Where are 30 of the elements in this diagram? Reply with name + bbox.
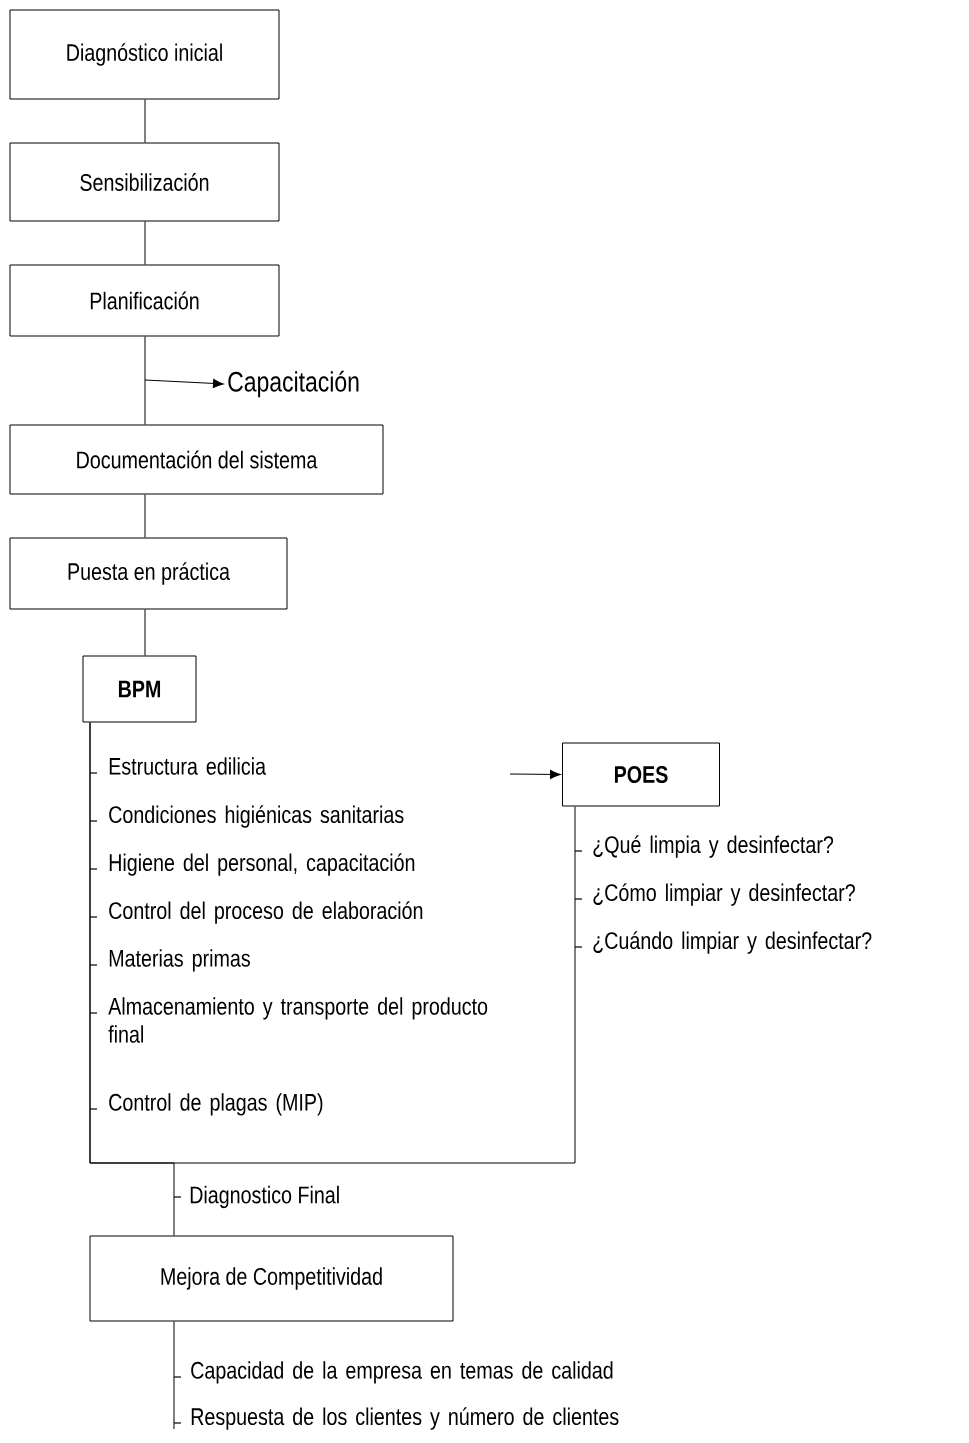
connector <box>144 609 146 656</box>
connector <box>144 221 146 265</box>
list-item: Estructura edilicia <box>89 757 266 775</box>
list-item: Respuesta de los clientes y número de clientes <box>173 1407 619 1430</box>
process-box: Documentación del sistema <box>9 424 384 495</box>
step-label: Capacitación <box>228 370 359 398</box>
list-item: Higiene del personal, capacitación <box>89 853 415 876</box>
connector <box>144 99 146 143</box>
connector <box>144 494 146 538</box>
process-box: BPM <box>82 655 197 723</box>
list-item: Capacidad de la empresa en temas de calidad <box>173 1361 613 1384</box>
list-item: ¿Cuándo limpiar y desinfectar? <box>574 931 872 954</box>
list-item: ¿Qué limpia y desinfectar? <box>574 835 834 858</box>
connector <box>144 336 146 425</box>
process-box: Puesta en práctica <box>9 537 288 610</box>
edge-label: Diagnostico Final <box>173 1184 342 1210</box>
connector <box>509 769 561 779</box>
connector <box>144 378 224 388</box>
list-item: Almacenamiento y transporte del producto final <box>89 997 488 1043</box>
process-box: Planificación <box>9 264 280 337</box>
connector <box>89 722 175 1236</box>
list-item: Control del proceso de elaboración <box>89 901 423 924</box>
list-item: Condiciones higiénicas sanitarias <box>89 805 404 828</box>
list-item: ¿Cómo limpiar y desinfectar? <box>574 883 855 906</box>
process-box: Diagnóstico inicial <box>9 9 280 100</box>
process-box: POES <box>562 742 720 807</box>
process-box: Sensibilización <box>9 142 280 222</box>
process-box: Mejora de Competitividad <box>89 1235 454 1322</box>
list-item: Materias primas <box>89 949 250 972</box>
list-item: Control de plagas (MIP) <box>89 1093 323 1116</box>
